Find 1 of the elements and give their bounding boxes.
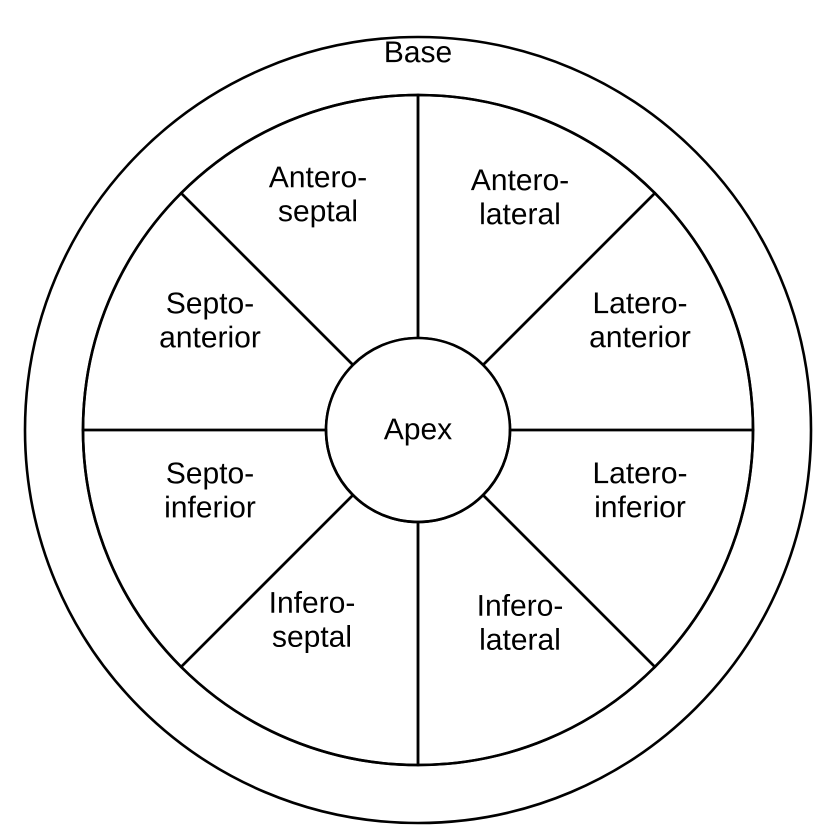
node-label: Base — [386, 42, 451, 62]
